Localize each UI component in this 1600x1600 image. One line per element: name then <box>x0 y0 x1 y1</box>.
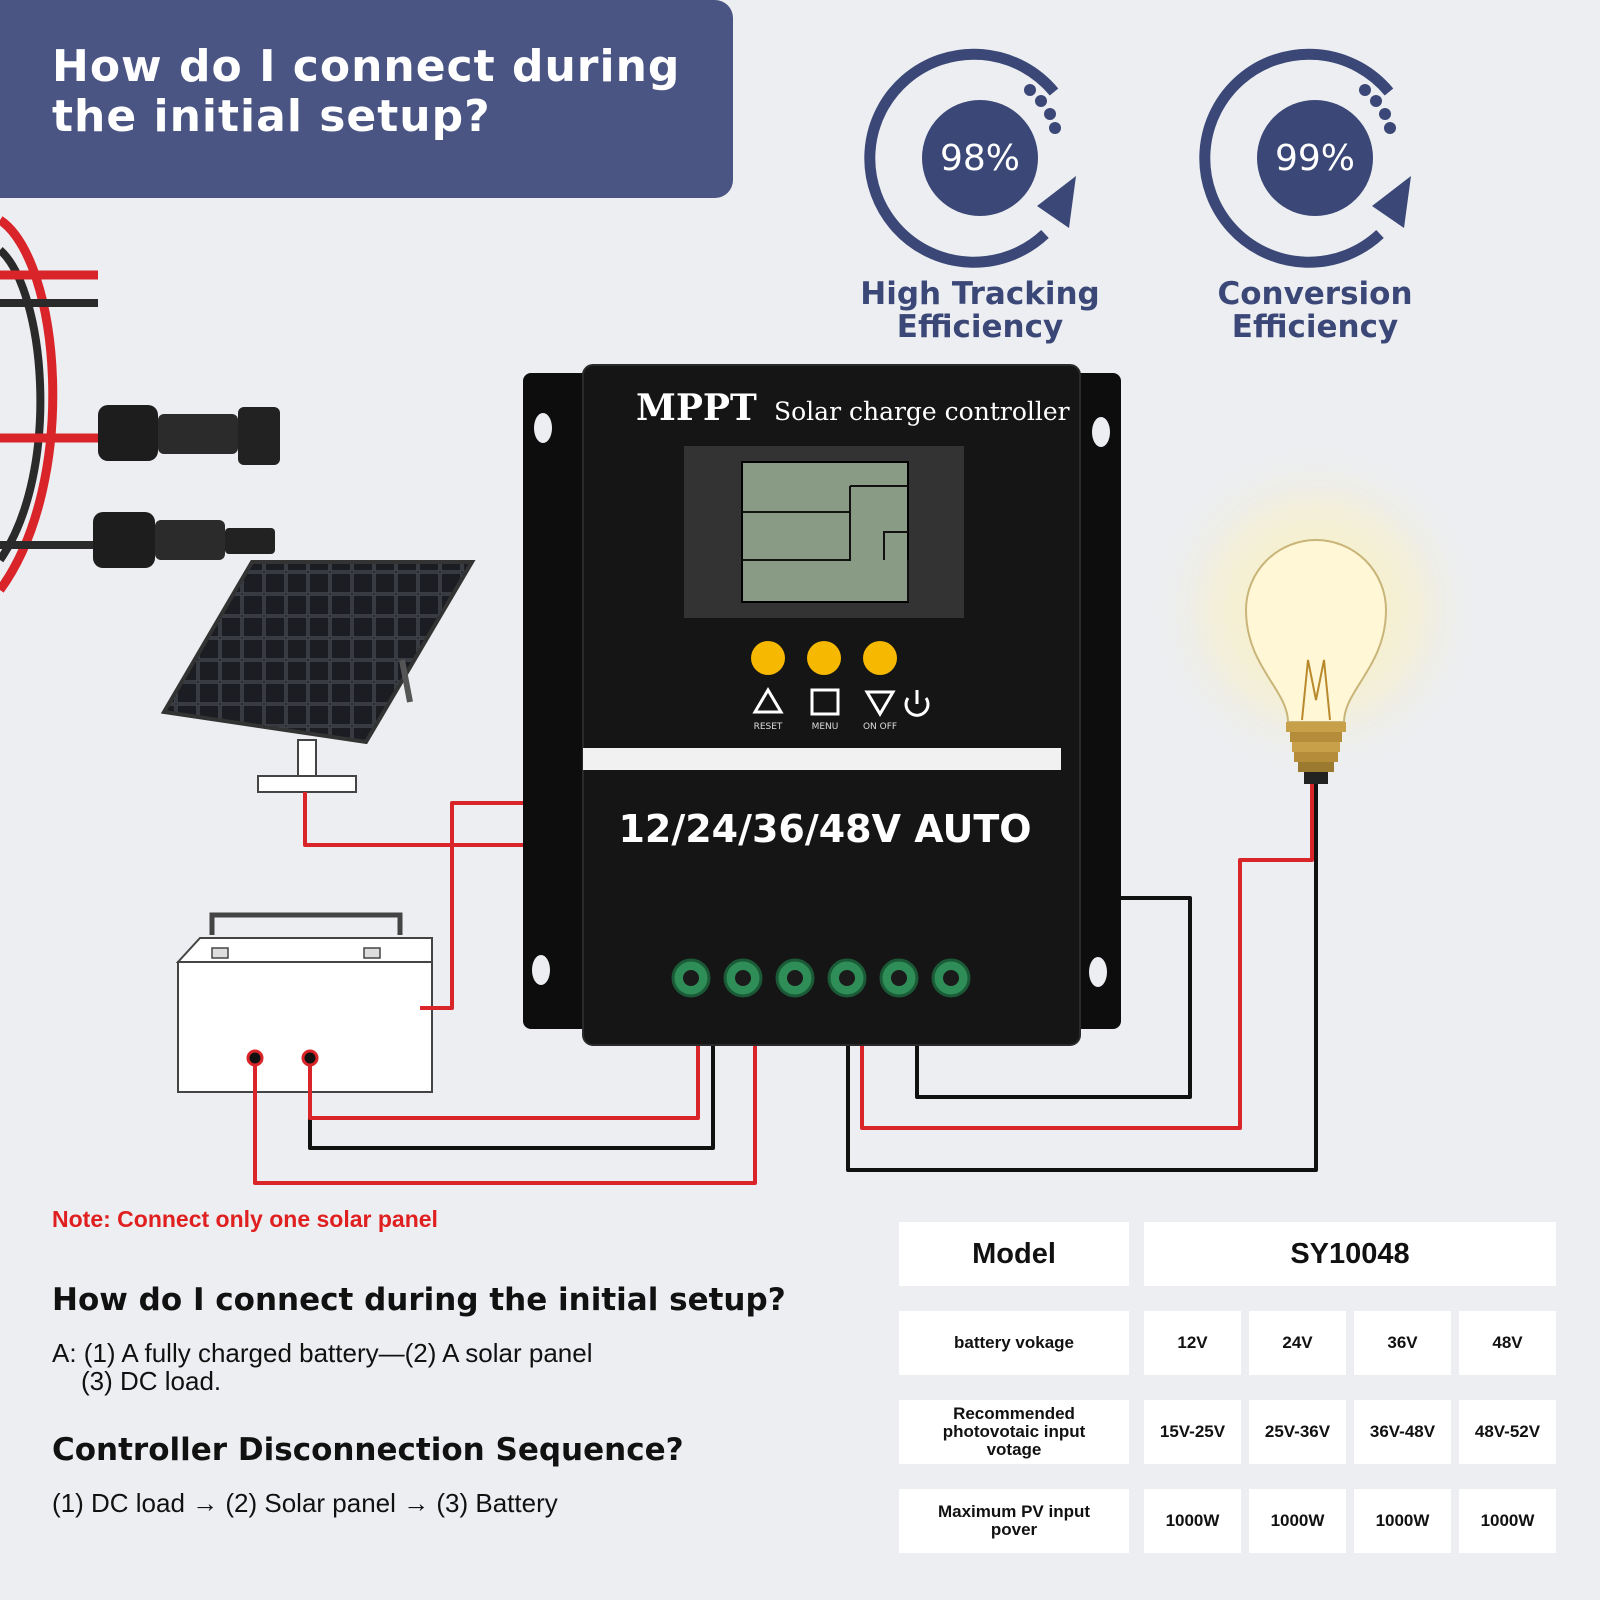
table-cell: 1000W <box>1144 1489 1241 1553</box>
table-cell: 36V <box>1354 1311 1451 1375</box>
cycle-arrow-icon <box>1199 48 1411 268</box>
power-icon <box>904 697 930 717</box>
wires <box>253 784 1318 1185</box>
terminal-screws <box>671 958 971 998</box>
table-cell: 48V <box>1459 1311 1556 1375</box>
table-cell: 24V <box>1249 1311 1346 1375</box>
menu-icon <box>810 688 840 716</box>
up-arrow-icon <box>752 687 784 714</box>
table-row-label-pv-power: Maximum PV input pover <box>899 1489 1129 1553</box>
cycle-arrow-icon <box>864 48 1076 268</box>
controller-subtitle: Solar charge controller <box>774 397 1070 426</box>
reset-label: RESET <box>754 722 783 732</box>
table-cell: 36V-48V <box>1354 1400 1451 1464</box>
conversion-efficiency-value: 99% <box>1274 138 1355 179</box>
mc4-cable-icon <box>0 216 280 593</box>
tracking-efficiency-label: High Tracking Efficiency <box>860 276 1100 345</box>
table-row-label-pv-voltage: Recommended photovotaic input votage <box>899 1400 1129 1464</box>
on-off-button[interactable] <box>863 641 897 675</box>
reset-button[interactable] <box>751 641 785 675</box>
table-cell: 1000W <box>1459 1489 1556 1553</box>
solar-panel-icon <box>160 560 476 793</box>
table-cell: 1000W <box>1354 1489 1451 1553</box>
on-off-label: ON OFF <box>863 722 897 732</box>
table-cell: 48V-52V <box>1459 1400 1556 1464</box>
faq-question-setup: How do I connect during the initial setu… <box>52 1282 786 1318</box>
table-header-model-label: Model <box>899 1222 1129 1286</box>
efficiency-badge-conversion: 99% Conversion Efficiency <box>1175 40 1455 360</box>
header-banner: How do I connect during the initial setu… <box>0 0 733 198</box>
table-cell: 12V <box>1144 1311 1241 1375</box>
voltage-label: 12/24/36/48V AUTO <box>618 807 1031 851</box>
charge-controller: MPPT Solar charge controller RESET MENU … <box>523 364 1121 1046</box>
controller-brand: MPPT <box>636 387 757 429</box>
table-row-label-battery: battery vokage <box>899 1311 1129 1375</box>
faq-answer-setup-line2: (3) DC load. <box>81 1366 222 1396</box>
efficiency-badge-tracking: 98% High Tracking Efficiency <box>840 40 1120 360</box>
faq-question-disconnect: Controller Disconnection Sequence? <box>52 1432 684 1468</box>
table-header-model-value: SY10048 <box>1144 1222 1556 1286</box>
faq-answer-disconnect: (1) DC load → (2) Solar panel → (3) Batt… <box>52 1488 558 1518</box>
note-text: Note: Connect only one solar panel <box>52 1206 438 1232</box>
down-arrow-icon <box>864 690 896 717</box>
table-cell: 1000W <box>1249 1489 1346 1553</box>
wiring-diagram: MPPT Solar charge controller RESET MENU … <box>0 216 1486 1185</box>
menu-label: MENU <box>812 722 839 732</box>
tracking-efficiency-value: 98% <box>939 138 1020 179</box>
table-cell: 15V-25V <box>1144 1400 1241 1464</box>
light-bulb-icon <box>1146 440 1486 784</box>
menu-button[interactable] <box>807 641 841 675</box>
conversion-efficiency-label: Conversion Efficiency <box>1217 276 1413 345</box>
table-cell: 25V-36V <box>1249 1400 1346 1464</box>
faq-answer-setup-line1: A: (1) A fully charged battery—(2) A sol… <box>52 1338 593 1368</box>
battery-icon <box>175 912 433 1093</box>
page-title: How do I connect during the initial setu… <box>52 41 681 142</box>
